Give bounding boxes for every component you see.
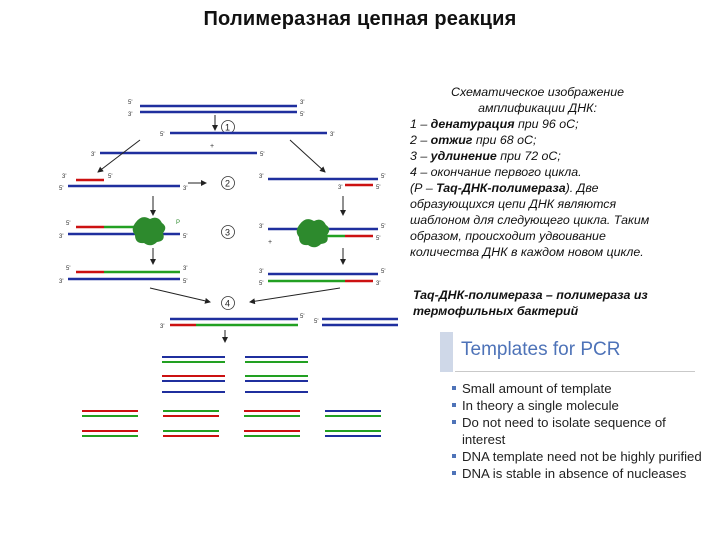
svg-text:5': 5' (66, 266, 70, 272)
bullet-icon (452, 471, 456, 475)
caption-step-4: 4 – окончание первого цикла. (410, 164, 665, 180)
caption-step-3: 3 – удлинение при 72 оС; (410, 148, 665, 164)
templates-list: Small amount of template In theory a sin… (452, 380, 712, 482)
svg-text:4: 4 (225, 299, 230, 309)
cycle2-products (162, 357, 308, 392)
svg-text:5': 5' (183, 234, 187, 240)
templates-accent-bar (440, 332, 453, 372)
svg-text:3': 3' (259, 269, 263, 275)
denatured-strand-top: 5' 3' (160, 132, 334, 138)
polymerase-right-icon (297, 219, 330, 247)
templates-title: Templates for PCR (461, 339, 620, 361)
svg-text:5': 5' (183, 279, 187, 285)
templates-divider (455, 371, 695, 372)
dsdna-initial: 5' 3' 3' 5' (128, 100, 304, 118)
list-item: DNA template need not be highly purified (452, 448, 712, 465)
caption-header-line2: амплификации ДНК: (410, 100, 665, 116)
step-2-marker: 2 (222, 177, 235, 190)
list-item: Small amount of template (452, 380, 712, 397)
svg-text:3': 3' (59, 234, 63, 240)
svg-text:5': 5' (259, 281, 263, 287)
svg-text:3': 3' (330, 132, 334, 138)
svg-text:5': 5' (314, 319, 318, 325)
svg-text:5': 5' (160, 132, 164, 138)
svg-text:3': 3' (183, 266, 187, 272)
cycle1-product-a: 3' 5' (160, 314, 304, 330)
caption-explanation: (Р – Taq-ДНК-полимераза). Две образующих… (410, 180, 665, 260)
svg-text:3': 3' (91, 152, 95, 158)
svg-text:5': 5' (108, 174, 112, 180)
svg-text:+: + (210, 143, 214, 150)
caption-step-1: 1 – денатурация при 96 оС; (410, 116, 665, 132)
svg-text:3': 3' (259, 224, 263, 230)
svg-text:3': 3' (59, 279, 63, 285)
step-4-marker: 4 (222, 297, 235, 310)
svg-text:3': 3' (376, 281, 380, 287)
step-3-marker: 3 (222, 226, 235, 239)
cycle3-products (82, 411, 381, 436)
extended-left: 5' 3' 3' 5' (59, 266, 187, 285)
svg-text:5': 5' (300, 112, 304, 118)
svg-text:3': 3' (128, 112, 132, 118)
list-item: Do not need to isolate sequence of inter… (452, 414, 712, 448)
svg-text:3': 3' (62, 174, 66, 180)
bullet-icon (452, 454, 456, 458)
taq-note: Taq-ДНК-полимераза – полимераза из термо… (413, 287, 673, 319)
svg-text:5': 5' (66, 221, 70, 227)
bullet-icon (452, 420, 456, 424)
polymerase-left-icon: P (133, 217, 180, 245)
extension-left: 5' 3' 5' (59, 221, 187, 240)
svg-text:5': 5' (300, 314, 304, 320)
svg-text:5': 5' (128, 100, 132, 106)
svg-text:P: P (176, 220, 180, 226)
svg-text:3': 3' (183, 186, 187, 192)
extended-right: 3' 5' 5' 3' (259, 269, 385, 287)
caption-step-2: 2 – отжиг при 68 оС; (410, 132, 665, 148)
cycle1-product-b: 5' (314, 319, 398, 325)
list-item: In theory a single molecule (452, 397, 712, 414)
svg-text:5': 5' (376, 236, 380, 242)
list-item: DNA is stable in absence of nucleases (452, 465, 712, 482)
svg-text:3': 3' (300, 100, 304, 106)
svg-text:+: + (268, 239, 272, 246)
annealing-right: 3' 5' 3' 5' (259, 174, 385, 191)
svg-text:5': 5' (376, 185, 380, 191)
caption-header-line1: Схематическое изображение (410, 84, 665, 100)
svg-text:5': 5' (260, 152, 264, 158)
svg-text:5': 5' (59, 186, 63, 192)
svg-text:1: 1 (225, 123, 230, 133)
step-1-marker: 1 (222, 121, 235, 134)
svg-text:3': 3' (338, 185, 342, 191)
svg-text:5': 5' (381, 269, 385, 275)
svg-text:5': 5' (381, 224, 385, 230)
svg-text:3: 3 (225, 228, 230, 238)
bullet-icon (452, 386, 456, 390)
bullet-icon (452, 403, 456, 407)
annealing-left: 3' 5' 5' 3' (59, 174, 187, 192)
svg-text:2: 2 (225, 179, 230, 189)
svg-text:3': 3' (259, 174, 263, 180)
svg-text:3': 3' (160, 324, 164, 330)
diagram-caption: Схематическое изображение амплификации Д… (410, 84, 665, 260)
svg-text:5': 5' (381, 174, 385, 180)
